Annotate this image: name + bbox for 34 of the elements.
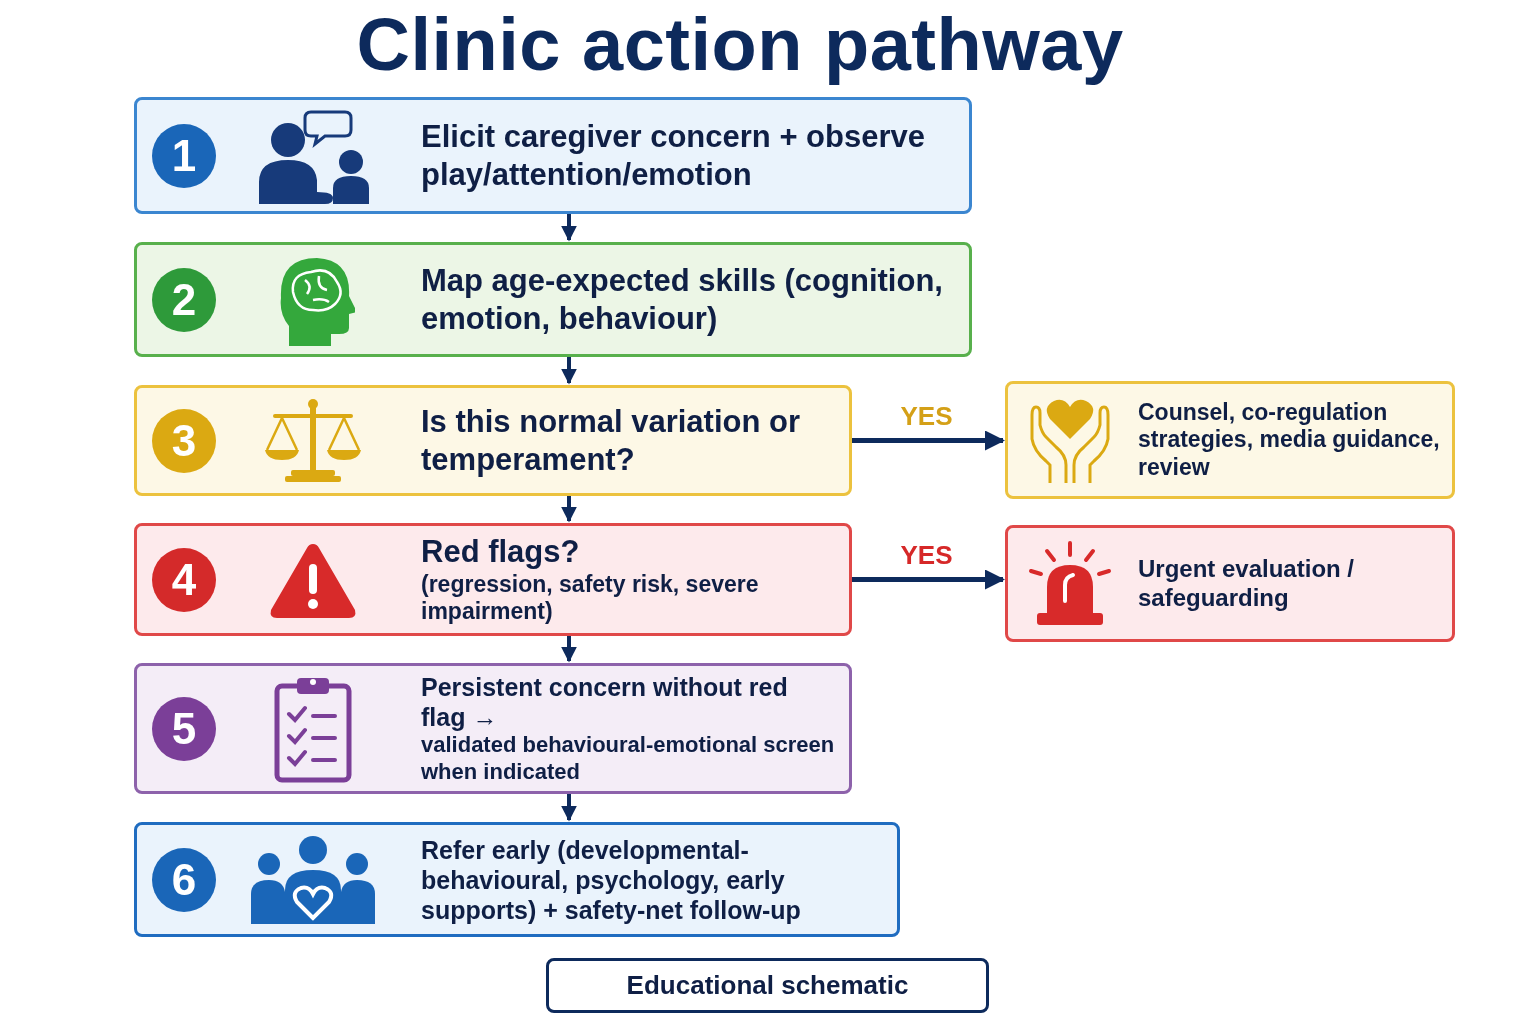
arrow: [852, 430, 1005, 451]
step-box: [134, 242, 972, 357]
step-number: 2: [152, 267, 216, 332]
step-box: [134, 663, 852, 794]
step-text: Is this normal variation or temperament?: [421, 403, 801, 478]
arrow: [561, 357, 577, 385]
outcome-box: [1005, 381, 1455, 499]
arrow: [561, 214, 577, 242]
step-number: 3: [152, 408, 216, 473]
title: Clinic action pathway: [355, 2, 1125, 87]
step-box: [134, 385, 852, 496]
note-box: [546, 958, 989, 1013]
step-heading: Red flags?: [421, 533, 581, 571]
step-text: Counsel, co-regulation strategies, media guidance, review: [1138, 398, 1441, 482]
arrow: [561, 496, 577, 523]
step-box: [134, 97, 972, 214]
step-text: (regression, safety risk, severe impairment): [421, 570, 760, 626]
step-heading: Persistent concern without red flag →: [421, 672, 789, 733]
step-text: validated behavioural-emotional screen when indicated: [421, 732, 836, 785]
step-number: 1: [152, 123, 216, 188]
step-box: [134, 523, 852, 636]
note-text: Educational schematic: [626, 969, 909, 1002]
step-text: Map age-expected skills (cognition, emotion, behaviour): [421, 262, 944, 337]
step-text: Elicit caregiver concern + observe play/attention/emotion: [421, 118, 926, 193]
arrow: [852, 569, 1005, 590]
step-text: Urgent evaluation / safeguarding: [1138, 554, 1356, 613]
outcome-box: [1005, 525, 1455, 642]
step-box: [134, 822, 900, 937]
step-number: 5: [152, 696, 216, 761]
step-text: Refer early (developmental-behavioural, psychology, early supports) + safety-net follow-up: [421, 834, 802, 925]
arrow: [561, 794, 577, 822]
arrow: [561, 636, 577, 663]
step-number: 6: [152, 847, 216, 912]
step-number: 4: [152, 547, 216, 612]
